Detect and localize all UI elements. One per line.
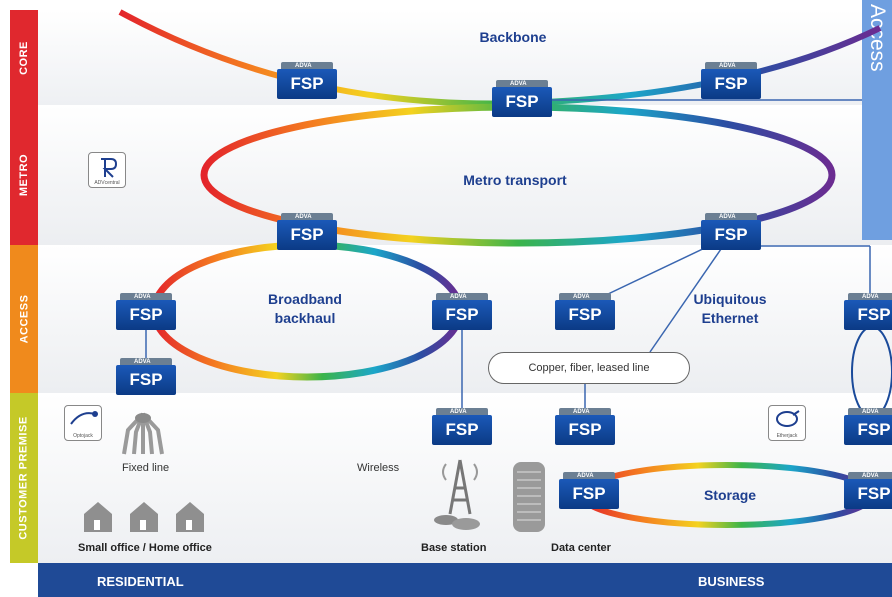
adv-central-icon	[101, 158, 118, 178]
tier-access: ACCESS	[10, 245, 38, 393]
adv-central-badge: ADVcentral	[88, 152, 126, 188]
small-office-label: Small office / Home office	[78, 542, 212, 554]
tier-customer-premise: CUSTOMER PREMISE	[10, 393, 38, 563]
backbone-label: Backbone	[479, 29, 547, 45]
tier-metro: METRO	[10, 105, 38, 245]
footer-business: BUSINESS	[698, 574, 765, 589]
fixed-line-icon	[122, 412, 164, 455]
wireless-label: Wireless	[357, 462, 400, 474]
metro-transport-label: Metro transport	[463, 172, 567, 188]
footer-bar	[38, 563, 892, 597]
data-center-icon	[513, 462, 545, 532]
broadband-label-line1: Broadband	[268, 291, 342, 307]
ethernet-label-line2: Ethernet	[701, 310, 759, 326]
ethernet-label-line1: Ubiquitous	[693, 291, 767, 307]
etherjack-icon	[776, 410, 800, 427]
access-side-tab-label: Access	[866, 4, 889, 72]
access-cloud: Copper, fiber, leased line	[488, 352, 690, 384]
tier-core: CORE	[10, 10, 38, 105]
data-center-label: Data center	[551, 542, 611, 554]
optojack-badge: Optojack	[64, 405, 102, 441]
storage-label: Storage	[703, 487, 757, 503]
base-station-label: Base station	[421, 542, 487, 554]
base-station-icon	[434, 459, 480, 530]
etherjack-badge: Etherjack	[768, 405, 806, 441]
business-loop	[851, 326, 892, 418]
footer-residential: RESIDENTIAL	[97, 574, 184, 589]
broadband-label-line2: backhaul	[274, 310, 336, 326]
optojack-icon	[70, 411, 98, 425]
small-office-houses-icon	[84, 502, 204, 532]
fixed-line-label: Fixed line	[122, 462, 170, 474]
access-side-tab[interactable]: Access	[862, 0, 892, 240]
